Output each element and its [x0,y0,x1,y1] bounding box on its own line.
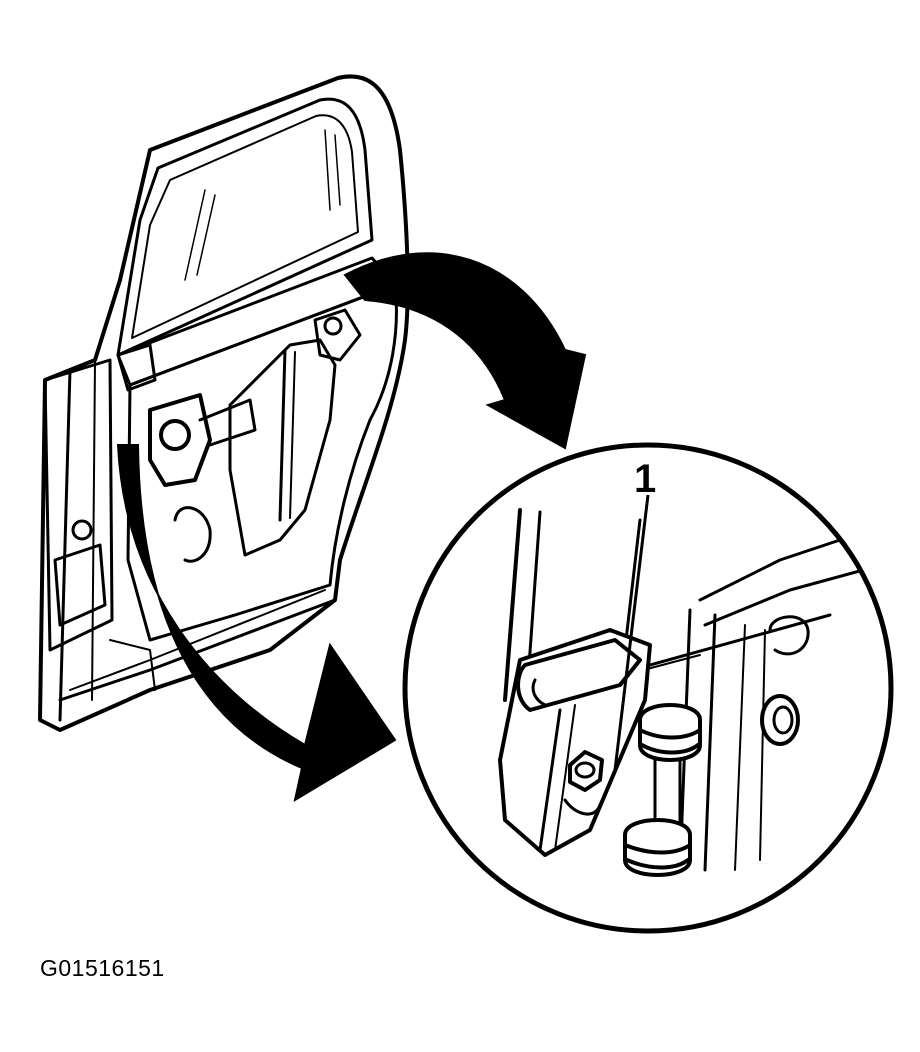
callout-leader-line [613,494,650,771]
hinge-leaf-edge [554,704,576,851]
hinge-detail-view: 1 [402,442,894,934]
hinge-knuckle-edge [531,678,547,707]
glass-reflection [196,194,216,276]
pillar-grommet-inner [772,705,794,735]
latch-linkage [198,398,257,447]
door-edge-line [503,508,522,702]
glass-reflection [184,189,206,281]
lower-hinge-area [53,543,107,627]
panel-hole [323,316,343,336]
corner-bracket [109,639,156,691]
lower-sill [58,598,337,702]
hinge-edge-inner [91,361,96,701]
hinge-leaf-edge [538,708,562,852]
bolt-shadow [563,798,602,816]
pillar-grommet [760,694,800,746]
body-pillar-face [759,629,766,861]
window-glass [131,114,359,339]
body-pillar-face [734,624,746,871]
roller-band [625,858,690,870]
roller-band [623,843,692,855]
regulator-rail [278,348,287,522]
curved-arrow-icon [343,252,587,450]
body-pillar-face [703,613,717,872]
glass-reflection [334,134,341,206]
roller-band [640,743,700,755]
regulator-bracket [313,308,362,362]
figure-id: G01516151 [40,955,165,981]
curved-arrow-icon [116,444,397,803]
upper-hinge-bracket [116,343,157,392]
hinge-knuckle [516,638,642,712]
glass-reflection [324,129,331,211]
callout-label: 1 [634,457,656,501]
rear-door-overview [38,74,410,732]
regulator-rail [289,351,296,519]
hinge-bolt-head [574,761,596,779]
latch-mechanism [148,393,212,487]
edge-hole [71,519,93,541]
lower-sill-inner [69,589,326,691]
pillar-opening [768,615,810,656]
door-edge-line [526,510,542,682]
hinge-edge-outer [58,368,72,722]
latch-hole [159,419,191,451]
roller-band [638,728,702,740]
speaker-opening [173,506,212,563]
hinge-bolt [568,750,604,792]
window-frame [116,97,374,357]
hinge-edge-panel [43,358,114,652]
inner-panel [126,283,398,642]
